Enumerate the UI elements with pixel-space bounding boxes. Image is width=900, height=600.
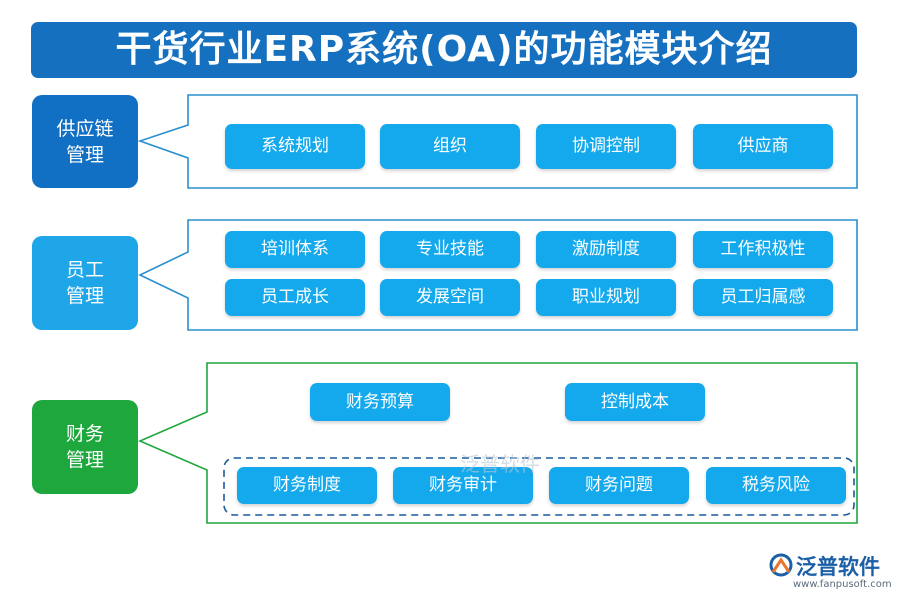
module-chip: 培训体系: [225, 231, 365, 268]
module-chip: 系统规划: [225, 124, 365, 169]
brand-name: 泛普软件: [796, 555, 880, 579]
watermark-text: 泛普软件: [460, 452, 540, 476]
category-finance: 财务 管理: [32, 400, 138, 494]
module-chip: 职业规划: [536, 279, 676, 316]
module-chip: 财务审计: [393, 467, 533, 504]
brand-logo-icon: [769, 553, 793, 577]
module-chip: 供应商: [693, 124, 833, 169]
module-chip: 工作积极性: [693, 231, 833, 268]
category-supply-chain: 供应链 管理: [32, 95, 138, 188]
module-chip: 协调控制: [536, 124, 676, 169]
module-chip: 员工成长: [225, 279, 365, 316]
page-title: 干货行业ERP系统(OA)的功能模块介绍: [31, 22, 857, 78]
module-chip: 发展空间: [380, 279, 520, 316]
module-chip: 税务风险: [706, 467, 846, 504]
module-chip: 员工归属感: [693, 279, 833, 316]
category-label-line2: 管理: [65, 143, 104, 166]
category-label-line2: 管理: [65, 449, 104, 471]
module-chip: 控制成本: [565, 383, 705, 421]
category-staff: 员工 管理: [32, 236, 138, 330]
finance-dashed-group: [223, 457, 855, 516]
category-label-line1: 财务: [65, 423, 104, 445]
module-chip: 专业技能: [380, 231, 520, 268]
module-chip: 财务预算: [310, 383, 450, 421]
brand-url: www.fanpusoft.com: [793, 579, 892, 590]
category-label-line2: 管理: [65, 285, 104, 307]
module-chip: 财务制度: [237, 467, 377, 504]
category-label-line1: 供应链: [56, 117, 114, 140]
module-chip: 财务问题: [549, 467, 689, 504]
category-label-line1: 员工: [65, 259, 104, 281]
module-chip: 组织: [380, 124, 520, 169]
module-chip: 激励制度: [536, 231, 676, 268]
